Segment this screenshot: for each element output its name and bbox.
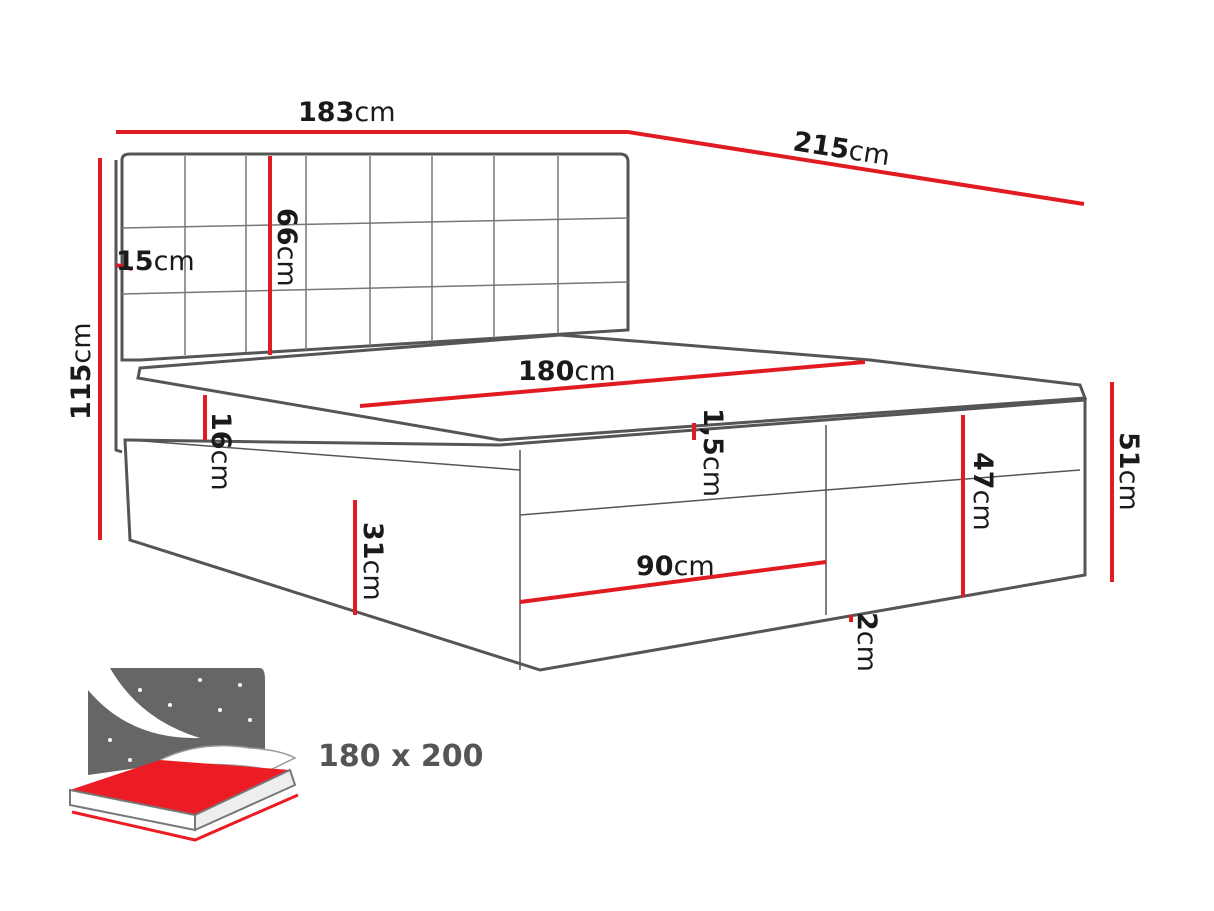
svg-text:31cm: 31cm [357, 522, 388, 601]
svg-text:180cm: 180cm [518, 356, 616, 387]
svg-text:66cm: 66cm [271, 208, 302, 287]
dimension-labels: 183cm 215cm 115cm 15cm 66cm 180cm 16cm 1… [66, 97, 1144, 672]
bed-night-sky-icon [69, 668, 299, 842]
svg-text:47cm: 47cm [967, 452, 998, 531]
svg-text:90cm: 90cm [636, 551, 715, 582]
svg-text:2cm: 2cm [851, 612, 882, 672]
svg-text:16cm: 16cm [205, 412, 236, 491]
svg-text:183cm: 183cm [298, 97, 396, 128]
svg-text:215cm: 215cm [791, 126, 892, 172]
sleeping-area-size: 180 x 200 [318, 739, 483, 774]
dimension-lines [98, 130, 1114, 622]
bed-outline [114, 152, 1088, 672]
svg-text:1,5cm: 1,5cm [697, 408, 728, 497]
svg-text:51cm: 51cm [1113, 432, 1144, 511]
svg-text:15cm: 15cm [116, 246, 195, 277]
svg-text:115cm: 115cm [66, 322, 97, 420]
